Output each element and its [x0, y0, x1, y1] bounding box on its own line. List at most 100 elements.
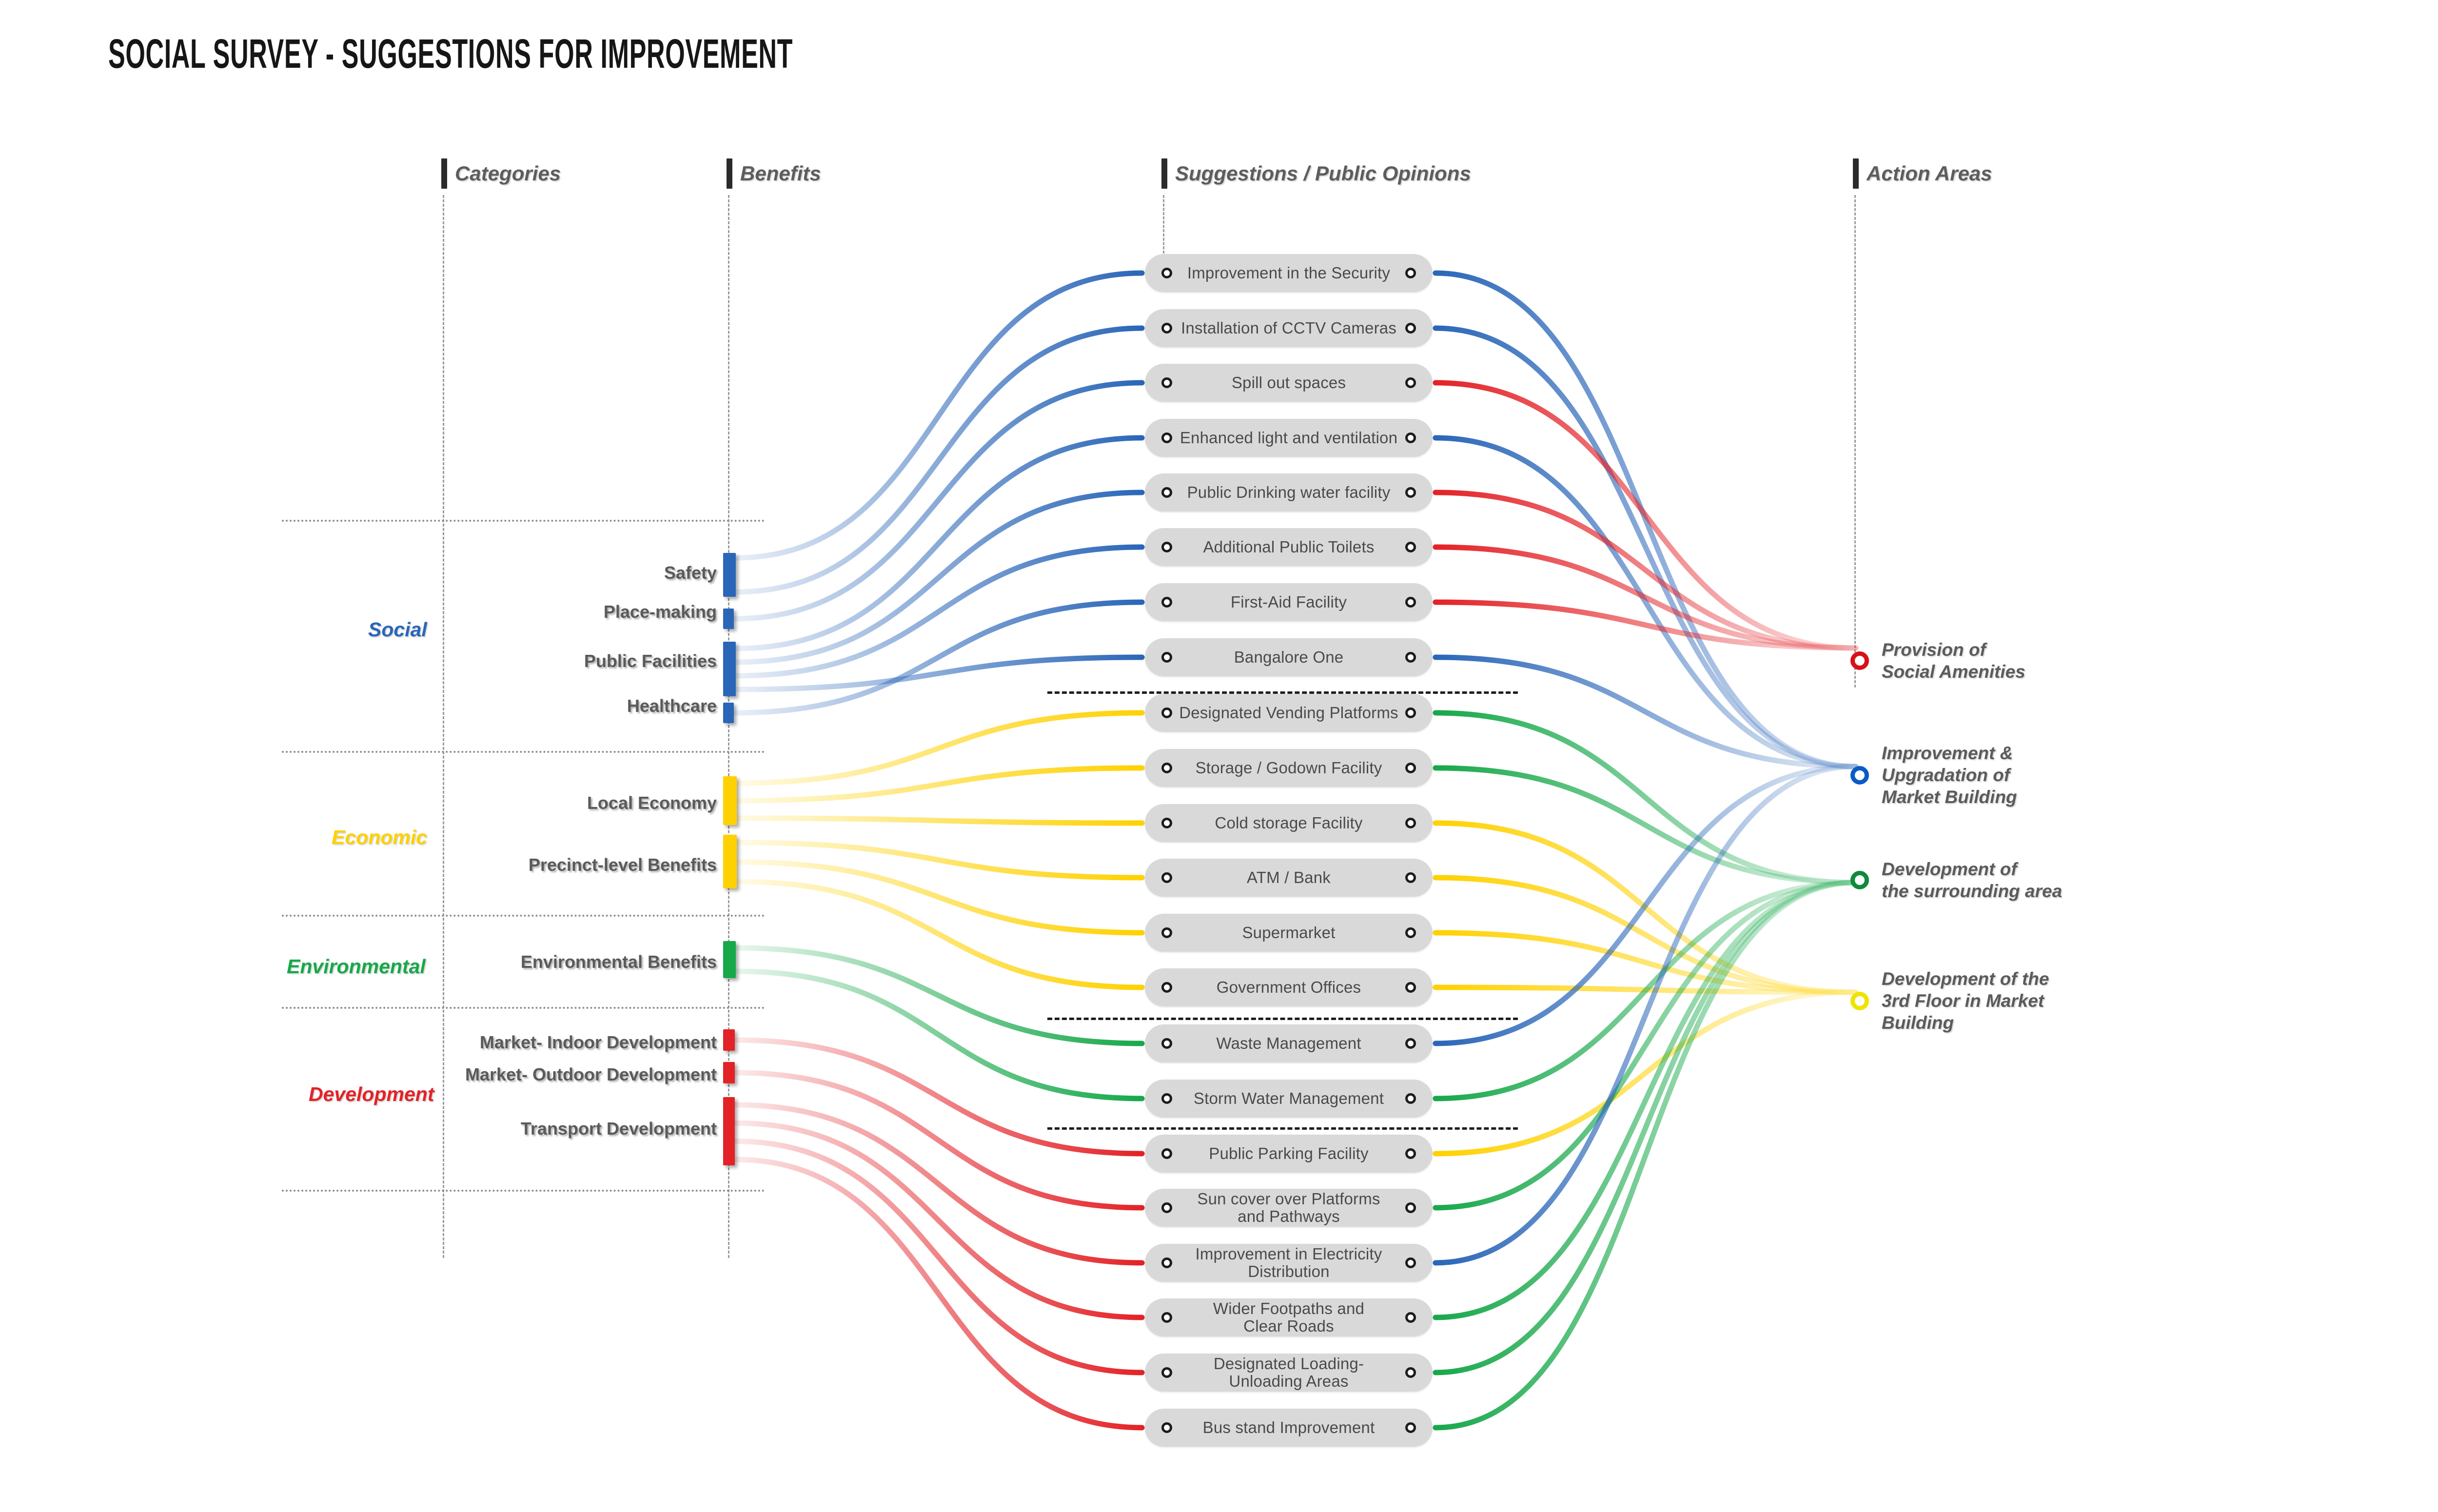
suggestion-pill[interactable]: ATM / Bank [1145, 859, 1433, 897]
suggestion-pill[interactable]: Public Drinking water facility [1145, 473, 1433, 511]
pill-output-port-icon [1405, 597, 1416, 608]
pill-input-port-icon [1161, 1148, 1172, 1159]
node-ring-icon [1850, 766, 1869, 785]
benefit-node-market-outdoor-development[interactable] [723, 1062, 735, 1083]
pill-input-port-icon [1161, 652, 1172, 663]
benefit-node-healthcare[interactable] [723, 703, 734, 723]
pill-input-port-icon [1161, 377, 1172, 388]
suggestion-label: Public Drinking water facility [1187, 483, 1391, 501]
suggestion-label: Supermarket [1242, 923, 1336, 942]
benefit-node-place-making[interactable] [723, 609, 734, 629]
category-label-economic: Economic [332, 826, 427, 848]
action-area-development-of-the-3rd-floor-in-market-building[interactable]: Development of the 3rd Floor in Market B… [1850, 968, 2049, 1034]
benefit-row-public-facilities[interactable]: Public Facilities [439, 651, 717, 671]
suggestion-pill[interactable]: Cold storage Facility [1145, 804, 1433, 842]
suggestion-pill[interactable]: Public Parking Facility [1145, 1135, 1433, 1173]
suggestion-pill[interactable]: Bangalore One [1145, 638, 1433, 676]
pill-output-port-icon [1405, 1038, 1416, 1049]
column-header-label: Suggestions / Public Opinions [1175, 162, 1471, 185]
suggestion-label: Designated Vending Platforms [1179, 703, 1398, 722]
pill-output-port-icon [1405, 323, 1416, 334]
suggestion-label: Cold storage Facility [1215, 813, 1363, 832]
benefit-row-market-outdoor-development[interactable]: Market- Outdoor Development [439, 1064, 717, 1085]
pill-output-port-icon [1405, 542, 1416, 552]
node-ring-icon [1850, 651, 1869, 670]
pill-input-port-icon [1161, 982, 1172, 993]
category-label-social: Social [368, 618, 427, 641]
suggestion-pill[interactable]: Designated Vending Platforms [1145, 694, 1433, 732]
benefit-node-environmental-benefits[interactable] [723, 941, 736, 978]
benefit-node-precinct-level-benefits[interactable] [723, 835, 737, 888]
guide-line-action-areas [1854, 195, 1856, 687]
benefit-row-environmental-benefits[interactable]: Environmental Benefits [439, 952, 717, 972]
suggestion-pill[interactable]: Bus stand Improvement [1145, 1409, 1433, 1447]
suggestion-pill[interactable]: Storm Water Management [1145, 1080, 1433, 1118]
benefit-label: Market- Outdoor Development [465, 1064, 717, 1084]
category-divider [282, 520, 765, 522]
suggestion-label: Enhanced light and ventilation [1180, 428, 1398, 447]
pill-output-port-icon [1405, 652, 1416, 663]
benefit-row-transport-development[interactable]: Transport Development [439, 1119, 717, 1139]
page-title: SOCIAL SURVEY - SUGGESTIONS FOR IMPROVEM… [108, 31, 793, 77]
benefit-node-transport-development[interactable] [723, 1097, 735, 1165]
pill-input-port-icon [1161, 763, 1172, 773]
benefit-row-healthcare[interactable]: Healthcare [439, 696, 717, 716]
pill-input-port-icon [1161, 542, 1172, 552]
pill-output-port-icon [1405, 377, 1416, 388]
suggestion-pill[interactable]: Storage / Godown Facility [1145, 749, 1433, 787]
suggestion-label: Storage / Godown Facility [1195, 758, 1382, 777]
benefit-row-place-making[interactable]: Place-making [439, 602, 717, 622]
pill-input-port-icon [1161, 1202, 1172, 1213]
column-header-suggestions: Suggestions / Public Opinions [1161, 158, 1471, 189]
action-area-improvement-upgradation-of-market-building[interactable]: Improvement & Upgradation of Market Buil… [1850, 742, 2017, 808]
benefit-node-public-facilities[interactable] [723, 642, 736, 696]
suggestion-label: First-Aid Facility [1230, 592, 1347, 611]
pill-output-port-icon [1405, 982, 1416, 993]
pill-output-port-icon [1405, 487, 1416, 498]
benefit-node-market-indoor-development[interactable] [723, 1029, 735, 1051]
suggestion-pill[interactable]: Improvement in the Security [1145, 254, 1433, 292]
suggestion-label: Storm Water Management [1193, 1089, 1384, 1107]
suggestion-label: Public Parking Facility [1209, 1144, 1369, 1162]
suggestion-pill[interactable]: Installation of CCTV Cameras [1145, 309, 1433, 347]
benefit-node-safety[interactable] [723, 553, 736, 597]
pill-input-port-icon [1161, 597, 1172, 608]
pill-output-port-icon [1405, 1093, 1416, 1104]
benefit-row-local-economy[interactable]: Local Economy [439, 793, 717, 813]
suggestion-pill[interactable]: Designated Loading-Unloading Areas [1145, 1354, 1433, 1392]
action-area-development-of-the-surrounding-area[interactable]: Development of the surrounding area [1850, 858, 2062, 902]
suggestion-group-divider [1047, 1127, 1518, 1130]
column-header-label: Categories [455, 162, 561, 185]
benefit-row-safety[interactable]: Safety [439, 563, 717, 583]
benefit-row-precinct-level-benefits[interactable]: Precinct-level Benefits [439, 855, 717, 875]
benefit-row-market-indoor-development[interactable]: Market- Indoor Development [439, 1032, 717, 1053]
benefit-label: Precinct-level Benefits [528, 855, 717, 875]
suggestion-pill[interactable]: Waste Management [1145, 1024, 1433, 1062]
suggestion-pill[interactable]: First-Aid Facility [1145, 583, 1433, 621]
suggestion-group-divider [1047, 1018, 1518, 1020]
suggestion-pill[interactable]: Enhanced light and ventilation [1145, 419, 1433, 457]
benefit-node-local-economy[interactable] [723, 776, 737, 825]
header-tick-icon [441, 158, 447, 189]
suggestion-label: Installation of CCTV Cameras [1180, 318, 1397, 337]
column-header-benefits: Benefits [727, 158, 821, 189]
pill-input-port-icon [1161, 1038, 1172, 1049]
suggestion-pill[interactable]: Spill out spaces [1145, 364, 1433, 402]
action-area-provision-of-social-amenities[interactable]: Provision of Social Amenities [1850, 639, 2025, 683]
pill-input-port-icon [1161, 1312, 1172, 1323]
action-area-label: Development of the surrounding area [1882, 859, 2063, 902]
guide-line-suggestions [1163, 195, 1164, 254]
pill-output-port-icon [1405, 872, 1416, 883]
benefit-label: Market- Indoor Development [479, 1032, 717, 1052]
pill-output-port-icon [1405, 1148, 1416, 1159]
suggestion-pill[interactable]: Supermarket [1145, 914, 1433, 952]
suggestion-pill[interactable]: Additional Public Toilets [1145, 528, 1433, 566]
category-label-development: Development [309, 1083, 434, 1105]
suggestion-pill[interactable]: Government Offices [1145, 968, 1433, 1006]
